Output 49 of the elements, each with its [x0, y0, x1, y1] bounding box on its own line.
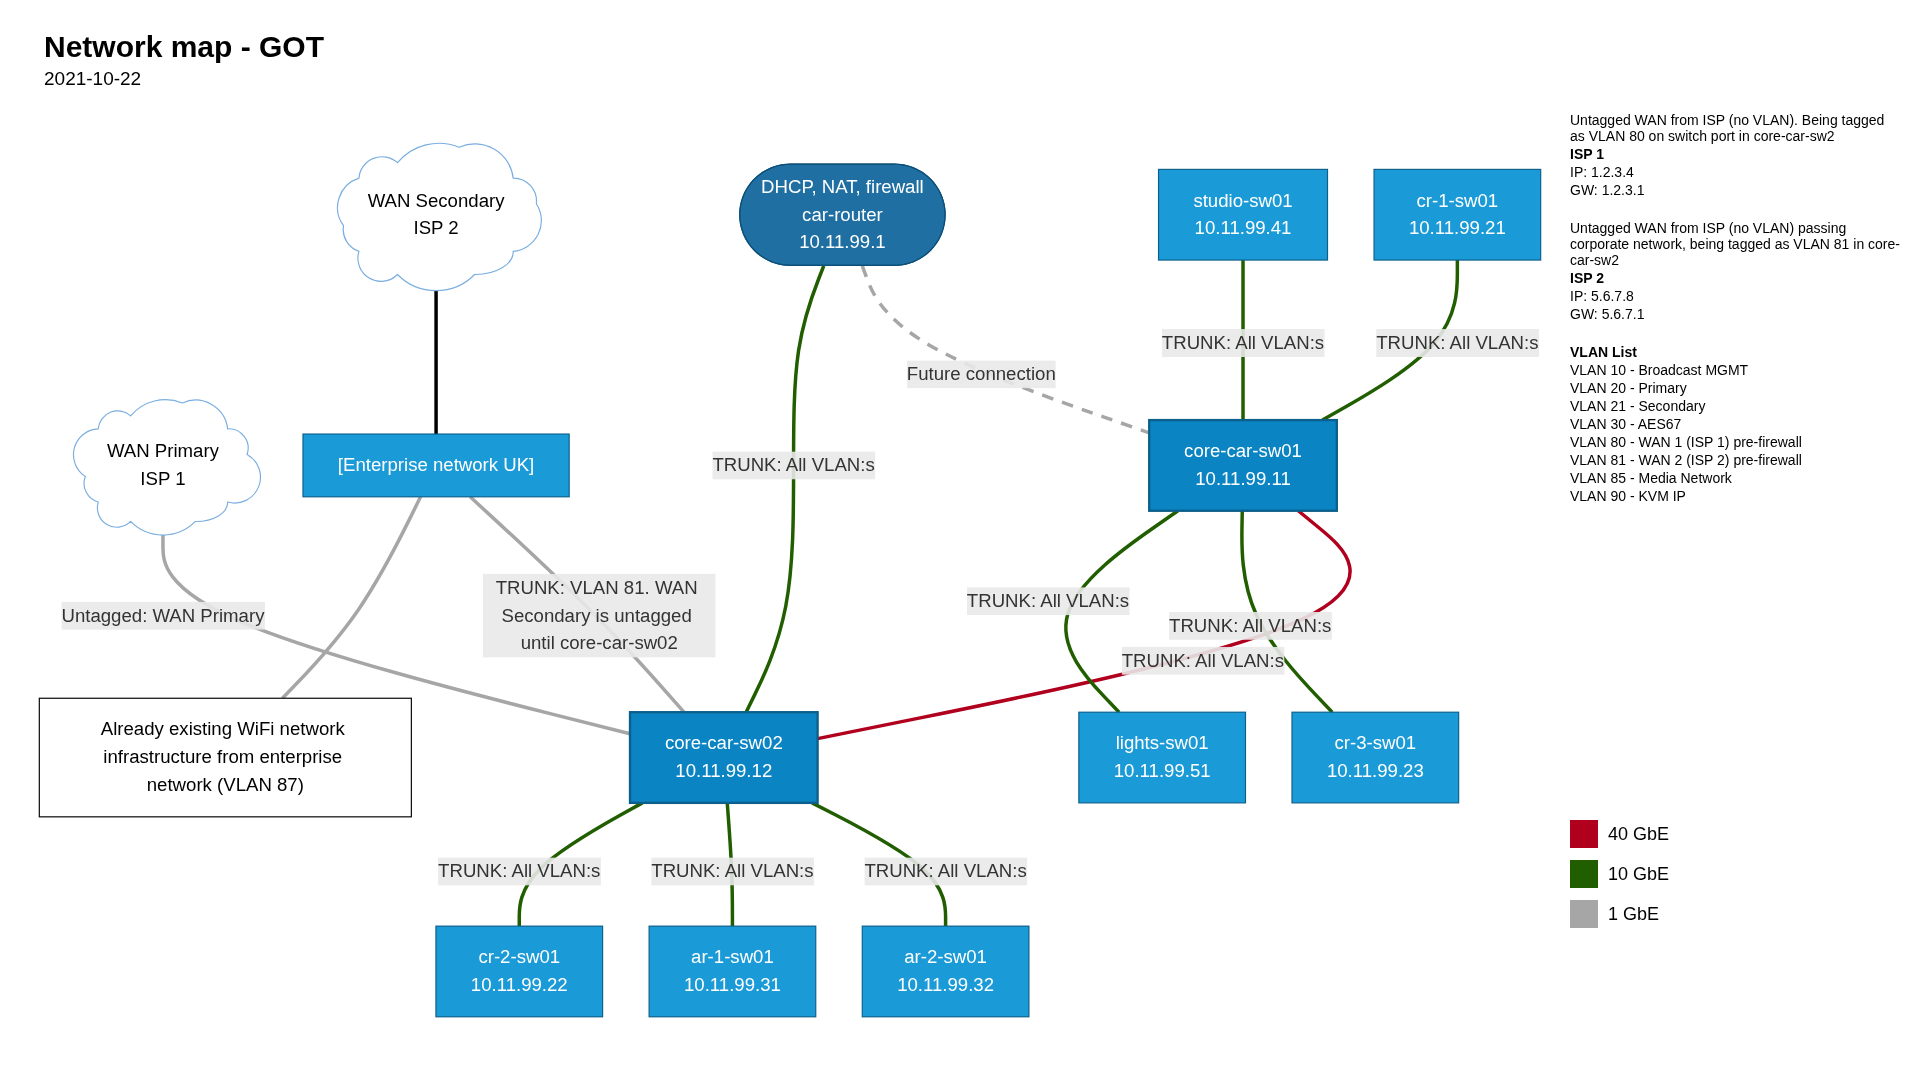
heading-text: VLAN List — [1570, 344, 1638, 360]
note-text: VLAN 10 - Broadcast MGMT — [1570, 362, 1750, 378]
note-text: VLAN 30 - AES67 — [1570, 416, 1683, 432]
legend-text: 1 GbE — [1608, 903, 1660, 925]
node-box: ar-1-sw01 10.11.99.31 — [648, 925, 817, 1018]
note-text: VLAN 90 - KVM IP — [1570, 488, 1687, 504]
note-text: Untagged WAN from ISP (no VLAN). Being tagged as VLAN 80 on switch port in core-car-sw2 — [1570, 112, 1886, 144]
legend-text: 10 GbE — [1608, 863, 1670, 885]
note-text: VLAN 21 - Secondary — [1570, 398, 1707, 414]
heading-text: ISP 1 — [1570, 146, 1605, 162]
edge-label: TRUNK: All VLAN:s — [1376, 332, 1539, 353]
edge-label: TRUNK: All VLAN:s — [438, 860, 601, 881]
connector — [744, 265, 826, 713]
edge-label: TRUNK: All VLAN:s — [966, 590, 1130, 611]
node-box: studio-sw01 10.11.99.41 — [1157, 168, 1329, 261]
edge-label: Untagged: WAN Primary — [61, 605, 265, 625]
note-text: VLAN 85 - Media Network — [1570, 470, 1733, 486]
note-text: Untagged WAN from ISP (no VLAN) passing corporate network, being tagged as VLAN 81 in core-car-sw2 — [1570, 220, 1900, 268]
node-box: cr-2-sw01 10.11.99.22 — [435, 925, 604, 1018]
edge-label: TRUNK: All VLAN:s — [1121, 650, 1285, 671]
edge-label: TRUNK: All VLAN:s — [712, 454, 875, 475]
edge-label: TRUNK: All VLAN:s — [651, 860, 814, 881]
heading-text: ISP 2 — [1570, 270, 1605, 286]
title: Network map - GOT — [44, 30, 325, 64]
connector — [281, 496, 423, 700]
note-text: VLAN 81 - WAN 2 (ISP 2) pre-firewall — [1570, 452, 1803, 468]
date-text: 2021-10-22 — [44, 68, 142, 89]
node-box: [Enterprise network UK] — [302, 433, 570, 498]
edge-label: TRUNK: All VLAN:s — [1169, 615, 1332, 636]
connector — [161, 533, 631, 736]
node-box: lights-sw01 10.11.99.51 — [1078, 711, 1247, 804]
edge-label: TRUNK: All VLAN:s — [864, 860, 1027, 881]
note-text: IP: 5.6.7.8 — [1570, 288, 1635, 304]
node-box: Already existing WiFi network infrastructure from enterprise network (VLAN 87) — [38, 697, 412, 818]
node-box: cr-3-sw01 10.11.99.23 — [1291, 711, 1460, 804]
edge-label: TRUNK: VLAN 81. WAN Secondary is untagged until core-car-sw02 — [495, 577, 698, 653]
note-text: GW: 5.6.7.1 — [1570, 306, 1646, 322]
edge-label: Future connection — [906, 363, 1056, 384]
legend-text: 40 GbE — [1608, 823, 1670, 845]
node-box: cr-1-sw01 10.11.99.21 — [1373, 168, 1542, 261]
note-text: IP: 1.2.3.4 — [1570, 164, 1635, 180]
node-box: core-car-sw01 10.11.99.11 — [1148, 418, 1338, 512]
note-text: VLAN 80 - WAN 1 (ISP 1) pre-firewall — [1570, 434, 1803, 450]
connector — [860, 265, 1150, 435]
edge-label: TRUNK: All VLAN:s — [1161, 332, 1325, 353]
node-box: core-car-sw02 10.11.99.12 — [628, 710, 819, 804]
note-text: VLAN 20 - Primary — [1570, 380, 1688, 396]
note-text: GW: 1.2.3.1 — [1570, 182, 1646, 198]
node-box: ar-2-sw01 10.11.99.32 — [861, 925, 1030, 1018]
